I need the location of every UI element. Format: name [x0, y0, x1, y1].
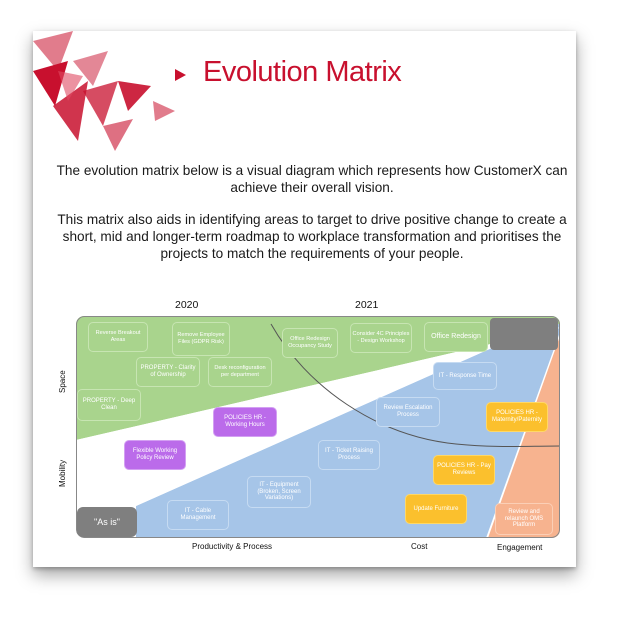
- year-2020: 2020: [175, 299, 199, 311]
- process-item: Review Escalation Process: [376, 397, 440, 427]
- cost-curve: [270, 323, 560, 447]
- mobility-item: POLICIES HR - Working Hours: [213, 407, 277, 437]
- logo-triangle-5: [83, 81, 118, 126]
- logo-triangles-icon: [33, 31, 175, 151]
- title-arrow-icon: [175, 69, 186, 81]
- year-2021: 2021: [355, 299, 379, 311]
- space-item: Office Redesign: [424, 322, 488, 352]
- axis-label-engagement: Engagement: [497, 543, 543, 552]
- axis-label-cost: Cost: [411, 542, 428, 551]
- matrix-border: [76, 316, 560, 538]
- logo-triangle-8: [153, 101, 175, 121]
- space-item: PROPERTY - Clarity of Ownership: [136, 357, 200, 387]
- mobility-item: Flexible Working Policy Review: [124, 440, 186, 470]
- space-item: Reverse Breakout Areas: [88, 322, 148, 352]
- process-item: IT - Cable Management: [167, 500, 229, 530]
- logo-triangle-3: [53, 81, 88, 141]
- process-item: IT - Equipment (Broken, Screen Variation…: [247, 476, 311, 508]
- logo-triangle-4: [73, 51, 108, 86]
- intro-paragraph-2: This matrix also aids in identifying are…: [57, 212, 567, 261]
- engagement-item: Review and relaunch OMS Platform: [495, 503, 553, 535]
- target-state-tab: [490, 318, 558, 350]
- logo-triangle-1: [33, 31, 73, 71]
- engagement-region: [488, 336, 560, 538]
- space-item: Consider 4C Principles - Design Workshop: [350, 323, 412, 353]
- process-item: IT - Response Time: [433, 362, 497, 390]
- cost-item: POLICIES HR - Maternity/Paternity: [486, 402, 548, 432]
- logo-triangle-9: [58, 71, 83, 101]
- logo-triangle-6: [118, 81, 151, 111]
- logo-triangle-7: [103, 119, 133, 151]
- axis-label-productivity: Productivity & Process: [192, 542, 273, 551]
- space-item: Remove Employee Files (GDPR Risk): [172, 322, 230, 356]
- cost-item: POLICIES HR - Pay Reviews: [433, 455, 495, 485]
- intro-paragraph: The evolution matrix below is a visual d…: [56, 163, 568, 195]
- as-is-box: "As is": [77, 507, 137, 537]
- axis-label-mobility: Mobility: [58, 459, 67, 487]
- space-item: PROPERTY - Deep Clean: [77, 389, 141, 421]
- process-item: IT - Ticket Raising Process: [318, 440, 380, 470]
- space-item: Desk reconfiguration per department: [208, 357, 272, 387]
- page-title: Evolution Matrix: [203, 56, 402, 88]
- space-item: Office Redesign Occupancy Study: [282, 328, 338, 358]
- cost-item: Update Furniture: [405, 494, 467, 524]
- axis-label-space: Space: [58, 370, 67, 393]
